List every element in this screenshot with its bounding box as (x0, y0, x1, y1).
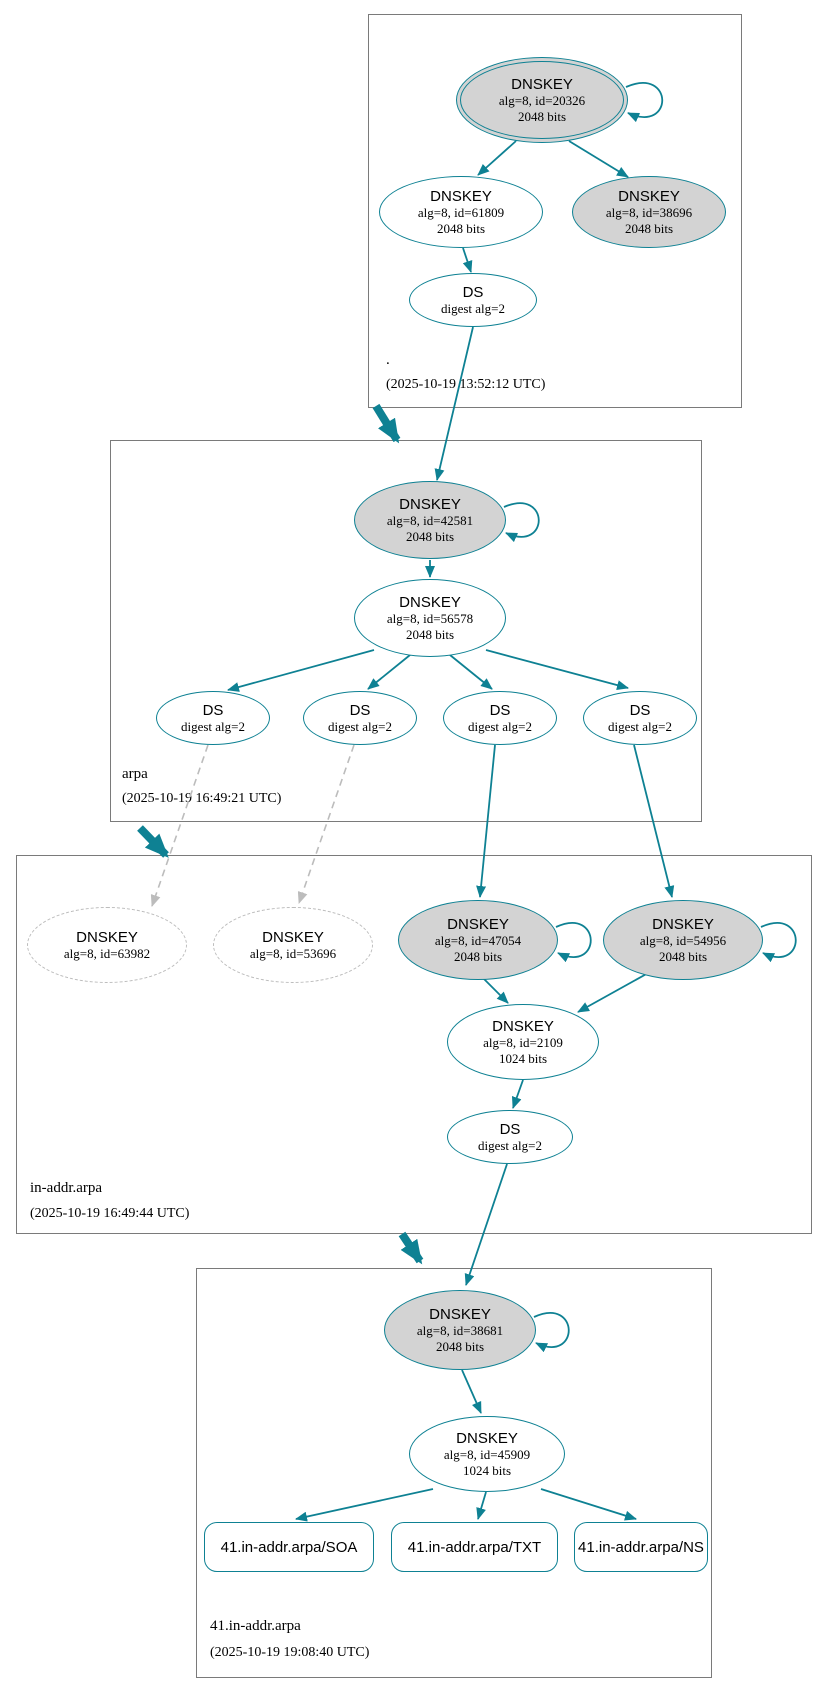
node-detail: alg=8, id=2109 (483, 1035, 563, 1051)
node-title: DNSKEY (76, 928, 138, 946)
node-detail: alg=8, id=38681 (416, 1323, 504, 1339)
rrset-node-txt: 41.in-addr.arpa/TXT (391, 1522, 558, 1572)
node-bits: 2048 bits (405, 528, 455, 544)
node-detail: alg=8, id=54956 (639, 933, 727, 949)
dnskey-node-42581-ksk: DNSKEY alg=8, id=42581 2048 bits (354, 481, 506, 559)
dnskey-node-54956-ksk: DNSKEY alg=8, id=54956 2048 bits (603, 900, 763, 980)
node-title: DS (202, 701, 224, 719)
delegation-arrow-root-arpa (372, 403, 401, 444)
node-bits: 1024 bits (498, 1050, 548, 1066)
node-detail: digest alg=2 (327, 718, 393, 734)
zone-timestamp-in-addr-arpa: (2025-10-19 16:49:44 UTC) (30, 1206, 190, 1221)
zone-label-41-in-addr-arpa: 41.in-addr.arpa (210, 1618, 301, 1634)
node-title: DNSKEY (399, 593, 461, 611)
node-title: DNSKEY (618, 187, 680, 205)
dnskey-node-2109: DNSKEY alg=8, id=2109 1024 bits (447, 1004, 599, 1080)
rrset-node-soa: 41.in-addr.arpa/SOA (204, 1522, 374, 1572)
node-detail: digest alg=2 (440, 300, 506, 316)
node-detail: alg=8, id=53696 (249, 945, 337, 961)
node-detail: alg=8, id=20326 (498, 93, 586, 109)
node-detail: digest alg=2 (477, 1137, 543, 1153)
node-detail: alg=8, id=45909 (443, 1447, 531, 1463)
node-title: DS (629, 701, 651, 719)
zone-label-root: . (386, 352, 390, 368)
rrset-label: 41.in-addr.arpa/TXT (407, 1538, 542, 1556)
delegation-arrow-arpa-inaddr (137, 825, 169, 858)
node-title: DS (489, 701, 511, 719)
dnskey-node-38681-ksk: DNSKEY alg=8, id=38681 2048 bits (384, 1290, 536, 1370)
node-title: DS (462, 283, 484, 301)
node-title: DS (499, 1120, 521, 1138)
node-title: DS (349, 701, 371, 719)
node-bits: 2048 bits (658, 948, 708, 964)
node-bits: 2048 bits (624, 220, 674, 236)
ds-node-in-addr-arpa: DS digest alg=2 (447, 1110, 573, 1164)
node-detail: alg=8, id=61809 (417, 205, 505, 221)
dnskey-node-45909: DNSKEY alg=8, id=45909 1024 bits (409, 1416, 565, 1492)
node-detail: digest alg=2 (467, 718, 533, 734)
node-detail: alg=8, id=56578 (386, 611, 474, 627)
node-detail: digest alg=2 (607, 718, 673, 734)
rrset-label: 41.in-addr.arpa/SOA (220, 1538, 358, 1556)
dnskey-node-53696-missing: DNSKEY alg=8, id=53696 (213, 907, 373, 983)
node-title: DNSKEY (492, 1017, 554, 1035)
zone-box-arpa (110, 440, 702, 822)
ds-node-arpa-4: DS digest alg=2 (583, 691, 697, 745)
ds-node-arpa-3: DS digest alg=2 (443, 691, 557, 745)
dnskey-node-56578: DNSKEY alg=8, id=56578 2048 bits (354, 579, 506, 657)
dnskey-node-38696: DNSKEY alg=8, id=38696 2048 bits (572, 176, 726, 248)
node-bits: 1024 bits (462, 1462, 512, 1478)
ds-node-arpa-2: DS digest alg=2 (303, 691, 417, 745)
zone-timestamp-41-in-addr-arpa: (2025-10-19 19:08:40 UTC) (210, 1645, 370, 1660)
delegation-arrow-inaddr-41 (398, 1231, 424, 1265)
dnskey-node-20326-ksk: DNSKEY alg=8, id=20326 2048 bits (456, 57, 628, 143)
ds-node-root: DS digest alg=2 (409, 273, 537, 327)
dnskey-node-61809: DNSKEY alg=8, id=61809 2048 bits (379, 176, 543, 248)
node-bits: 2048 bits (453, 948, 503, 964)
node-title: DNSKEY (456, 1429, 518, 1447)
dnskey-node-47054-ksk: DNSKEY alg=8, id=47054 2048 bits (398, 900, 558, 980)
node-detail: alg=8, id=38696 (605, 205, 693, 221)
dnskey-node-63982-missing: DNSKEY alg=8, id=63982 (27, 907, 187, 983)
node-title: DNSKEY (430, 187, 492, 205)
node-detail: digest alg=2 (180, 718, 246, 734)
node-bits: 2048 bits (436, 220, 486, 236)
node-detail: alg=8, id=47054 (434, 933, 522, 949)
node-detail: alg=8, id=63982 (63, 945, 151, 961)
zone-box-root (368, 14, 742, 408)
node-title: DNSKEY (652, 915, 714, 933)
node-title: DNSKEY (399, 495, 461, 513)
zone-label-arpa: arpa (122, 766, 148, 782)
zone-timestamp-arpa: (2025-10-19 16:49:21 UTC) (122, 791, 282, 806)
ds-node-arpa-1: DS digest alg=2 (156, 691, 270, 745)
node-title: DNSKEY (262, 928, 324, 946)
zone-box-41-in-addr-arpa (196, 1268, 712, 1678)
node-title: DNSKEY (511, 75, 573, 93)
node-detail: alg=8, id=42581 (386, 513, 474, 529)
node-bits: 2048 bits (435, 1338, 485, 1354)
zone-label-in-addr-arpa: in-addr.arpa (30, 1180, 103, 1196)
rrset-node-ns: 41.in-addr.arpa/NS (574, 1522, 708, 1572)
node-title: DNSKEY (429, 1305, 491, 1323)
node-bits: 2048 bits (405, 626, 455, 642)
node-bits: 2048 bits (517, 108, 567, 124)
rrset-label: 41.in-addr.arpa/NS (578, 1538, 704, 1556)
zone-timestamp-root: (2025-10-19 13:52:12 UTC) (386, 377, 546, 392)
node-title: DNSKEY (447, 915, 509, 933)
